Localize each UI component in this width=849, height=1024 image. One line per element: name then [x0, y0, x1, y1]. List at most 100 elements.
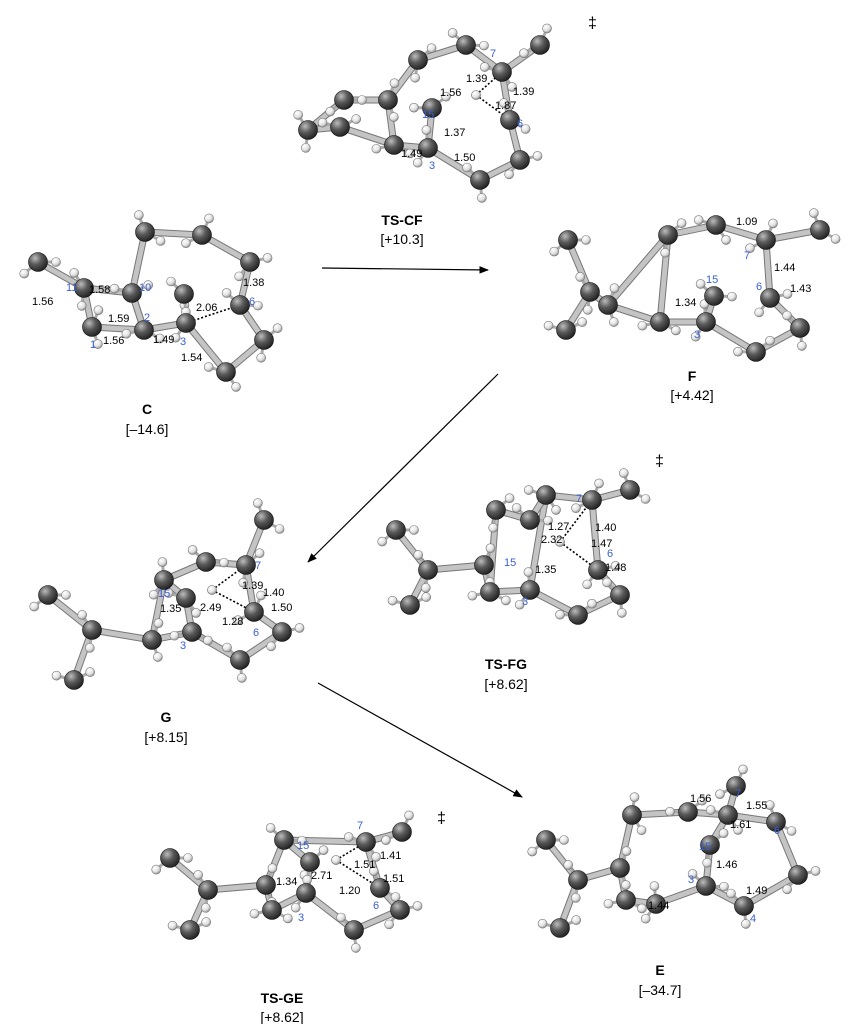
hydrogen-atom	[301, 143, 311, 153]
hydrogen-atom	[629, 792, 640, 802]
atom-number-label: 3	[180, 336, 186, 348]
hydrogen-atom	[488, 522, 498, 533]
hydrogen-atom	[191, 608, 201, 618]
hydrogen-atom	[610, 561, 621, 571]
hydrogen-atom	[542, 23, 552, 34]
carbon-atom	[28, 252, 48, 272]
atom-number-label: 7	[576, 493, 582, 505]
atom-number-label: 15	[706, 274, 718, 286]
hydrogen-atom	[238, 577, 248, 588]
hydrogen-atom	[695, 279, 706, 289]
hydrogen-atom	[283, 913, 293, 924]
hydrogen-atom	[19, 268, 30, 279]
carbon-atom	[704, 286, 724, 306]
hydrogen-atom	[571, 893, 581, 903]
relative-energy: [+8.62]	[260, 1009, 303, 1024]
hydrogen-atom	[410, 72, 420, 83]
hydrogen-atom	[504, 169, 514, 180]
carbon-atom	[536, 485, 556, 505]
hydrogen-atom	[203, 362, 214, 372]
arrow-c-to-f	[321, 266, 489, 274]
carbon-atom	[474, 555, 494, 575]
carbon-atom	[536, 830, 556, 850]
hydrogen-atom	[640, 913, 651, 924]
carbon-atom	[598, 295, 618, 315]
hydrogen-atom	[203, 635, 213, 646]
hydrogen-atom	[170, 332, 181, 343]
hydrogen-atom	[782, 884, 792, 895]
carbon-atom	[706, 215, 726, 235]
carbon-atom	[334, 90, 354, 110]
atom-number-label: 7	[744, 250, 750, 262]
hydrogen-atom	[687, 869, 698, 879]
hydrogen-atom	[726, 888, 736, 899]
carbon-atom	[256, 875, 276, 895]
bond-stick-highlight	[183, 320, 229, 375]
carbon-atom	[610, 585, 630, 605]
bond-length-label: 1.37	[444, 127, 465, 139]
hydrogen-atom	[377, 536, 388, 547]
carbon-atom	[400, 595, 420, 615]
arrow-f-to-g	[307, 373, 499, 563]
hydrogen-atom	[594, 478, 604, 489]
atom-number-label: 1	[90, 339, 96, 351]
bond-length-label: 1.56	[690, 793, 711, 805]
hydrogen-atom	[51, 257, 61, 267]
bond-length-label: 1.38	[243, 277, 264, 289]
carbon-atom	[622, 805, 642, 825]
atom-number-label: 7	[357, 820, 363, 832]
hydrogen-atom	[153, 652, 163, 662]
hydrogen-atom	[293, 110, 303, 120]
hydrogen-atom	[621, 846, 632, 856]
bond-length-label: 1.20	[339, 885, 360, 897]
hydrogen-atom	[697, 795, 707, 806]
hydrogen-atom	[201, 903, 211, 913]
carbon-atom	[160, 848, 180, 868]
carbon-atom	[154, 570, 174, 590]
bond-stick-highlight	[149, 577, 167, 643]
hydrogen-atom	[61, 590, 71, 600]
hydrogen-atom	[702, 857, 712, 868]
hydrogen-atom	[389, 78, 400, 88]
hydrogen-atom	[830, 234, 841, 244]
relative-energy: [–14.6]	[126, 421, 169, 437]
hydrogen-atom	[637, 903, 647, 914]
carbon-atom	[254, 510, 274, 530]
hydrogen-atom	[549, 246, 560, 257]
carbon-atom	[480, 582, 500, 602]
carbon-atom	[418, 138, 438, 158]
carbon-atom	[760, 288, 780, 308]
atom-number-label: 7	[255, 560, 261, 572]
hydrogen-atom	[727, 291, 737, 302]
carbon-atom	[344, 920, 364, 940]
hydrogen-atom	[369, 866, 379, 876]
hydrogen-atom	[809, 208, 819, 218]
hydrogen-atom	[782, 310, 792, 321]
hydrogen-atom	[523, 567, 534, 577]
hydrogen-atom	[649, 881, 660, 891]
hydrogen-atom	[754, 307, 764, 318]
structure-ts-fg: ‡ 1.27 1.40 2.32 1.47 1.48 1.35 7 15 6 3…	[484, 453, 664, 692]
hydrogen-atom	[511, 503, 522, 513]
carbon-atom	[678, 802, 698, 822]
carbon-atom	[244, 602, 264, 622]
hydrogen-atom	[543, 320, 554, 331]
atom-number-label: 3	[298, 912, 304, 924]
atom-number-label: 6	[774, 825, 780, 837]
carbon-atom	[298, 120, 318, 140]
structure-title: E	[655, 962, 664, 978]
bond-stick-highlight	[741, 872, 801, 909]
carbon-atom	[390, 900, 410, 920]
bond-length-label: 1.39	[513, 86, 534, 98]
carbon-atom	[192, 225, 212, 245]
hydrogen-atom	[543, 515, 553, 526]
carbon-atom	[470, 170, 490, 190]
hydrogen-atom	[151, 864, 162, 875]
transition-state-dagger: ‡	[437, 810, 446, 827]
hydrogen-atom	[274, 524, 285, 534]
bond-length-label: 1.35	[160, 603, 181, 615]
bond-length-label: 1.34	[675, 297, 696, 309]
hydrogen-atom	[336, 912, 346, 923]
hydrogen-atom	[575, 272, 585, 282]
carbon-atom	[274, 830, 294, 850]
